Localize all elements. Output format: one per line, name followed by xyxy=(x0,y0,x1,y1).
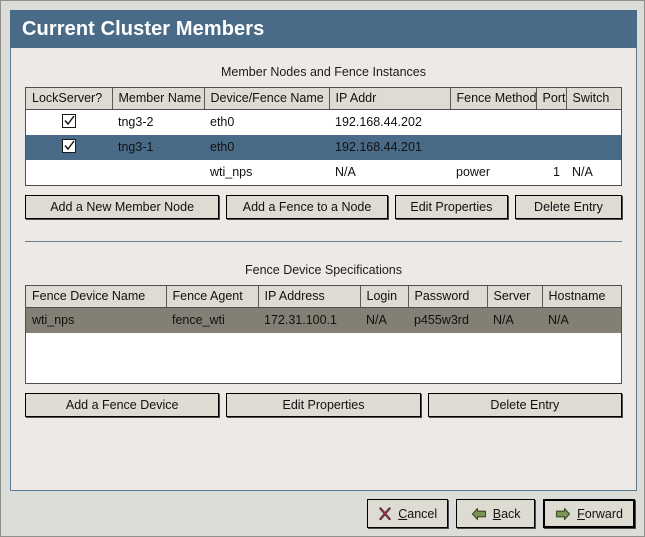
fence-table-container: Fence Device Name Fence Agent IP Address… xyxy=(25,285,622,384)
empty-area xyxy=(26,333,621,358)
column-header-member-name[interactable]: Member Name xyxy=(112,88,205,110)
footer-button-row: Cancel Back Forward xyxy=(367,499,635,528)
port-cell[interactable] xyxy=(536,135,566,160)
forward-button-label: Forward xyxy=(577,506,623,521)
arrow-right-icon xyxy=(555,507,571,521)
device-fence-name-cell[interactable]: eth0 xyxy=(210,114,235,129)
device-fence-name-cell[interactable]: eth0 xyxy=(204,135,329,160)
lockserver-cell[interactable] xyxy=(26,135,112,160)
table-empty-row xyxy=(26,358,621,383)
fence-server-cell[interactable]: N/A xyxy=(487,307,542,333)
fence-ip-address-cell[interactable]: 172.31.100.1 xyxy=(258,307,360,333)
column-header-device-fence-name[interactable]: Device/Fence Name xyxy=(204,88,330,110)
title-bar: Current Cluster Members xyxy=(10,10,637,48)
fence-login-cell[interactable]: N/A xyxy=(360,307,408,333)
members-table: LockServer? Member Name Device/Fence Nam… xyxy=(26,88,621,185)
column-header-server[interactable]: Server xyxy=(487,286,543,308)
fence-agent-cell[interactable]: fence_wti xyxy=(166,307,258,333)
column-header-fence-agent[interactable]: Fence Agent xyxy=(166,286,259,308)
add-fence-to-node-button[interactable]: Add a Fence to a Node xyxy=(226,195,388,219)
fence-password-cell[interactable]: p455w3rd xyxy=(408,307,487,333)
table-empty-row xyxy=(26,333,621,358)
column-header-fence-device-name[interactable]: Fence Device Name xyxy=(26,286,167,308)
ip-addr-cell[interactable]: 192.168.44.201 xyxy=(329,135,450,160)
column-header-port[interactable]: Port xyxy=(536,88,567,110)
page-title: Current Cluster Members xyxy=(22,17,265,40)
lockserver-checkbox[interactable] xyxy=(62,113,76,128)
section-divider xyxy=(25,241,622,242)
column-header-hostname[interactable]: Hostname xyxy=(542,286,621,308)
column-header-password[interactable]: Password xyxy=(408,286,488,308)
fence-device-name-cell[interactable]: wti_nps xyxy=(26,307,166,333)
members-button-row: Add a New Member Node Add a Fence to a N… xyxy=(25,195,622,219)
ip-addr-cell[interactable]: 192.168.44.202 xyxy=(335,114,422,129)
switch-cell[interactable]: N/A xyxy=(572,164,593,179)
fence-method-cell[interactable] xyxy=(450,110,536,136)
main-panel: Member Nodes and Fence Instances LockSer… xyxy=(10,48,637,491)
column-header-ip-addr[interactable]: IP Addr xyxy=(329,88,451,110)
lockserver-cell[interactable] xyxy=(26,110,112,136)
add-fence-device-button[interactable]: Add a Fence Device xyxy=(25,393,220,417)
member-name-cell[interactable] xyxy=(112,160,204,185)
fence-table: Fence Device Name Fence Agent IP Address… xyxy=(26,286,621,383)
fence-method-cell[interactable] xyxy=(450,135,536,160)
port-cell[interactable] xyxy=(536,110,566,136)
table-row[interactable]: tng3-2 eth0 192.168.44.202 xyxy=(26,110,621,136)
arrow-left-icon xyxy=(471,507,487,521)
table-row[interactable]: wti_nps fence_wti 172.31.100.1 N/A p455w… xyxy=(26,307,621,333)
members-table-header-row: LockServer? Member Name Device/Fence Nam… xyxy=(26,88,621,110)
fence-section-caption: Fence Device Specifications xyxy=(244,263,403,277)
empty-area xyxy=(26,358,621,383)
lockserver-checkbox[interactable] xyxy=(62,138,76,153)
device-fence-name-cell[interactable]: wti_nps xyxy=(210,164,253,179)
delete-entry-button-members[interactable]: Delete Entry xyxy=(514,195,622,219)
cancel-x-icon xyxy=(378,506,392,521)
column-header-fence-method[interactable]: Fence Method xyxy=(450,88,537,110)
switch-cell[interactable] xyxy=(566,110,621,136)
table-row[interactable]: wti_nps N/A power 1 N/A xyxy=(26,160,621,185)
edit-properties-button-fence[interactable]: Edit Properties xyxy=(226,393,421,417)
fence-button-row: Add a Fence Device Edit Properties Delet… xyxy=(25,393,622,417)
edit-properties-button-members[interactable]: Edit Properties xyxy=(394,195,508,219)
members-section-caption: Member Nodes and Fence Instances xyxy=(221,65,426,79)
delete-entry-button-fence[interactable]: Delete Entry xyxy=(427,393,622,417)
back-button[interactable]: Back xyxy=(456,499,536,528)
lockserver-cell[interactable] xyxy=(26,160,112,185)
ip-addr-cell[interactable]: N/A xyxy=(335,164,356,179)
back-button-label: Back xyxy=(492,506,521,521)
table-row[interactable]: tng3-1 eth0 192.168.44.201 xyxy=(26,135,621,160)
cancel-button[interactable]: Cancel xyxy=(367,499,449,528)
column-header-login[interactable]: Login xyxy=(360,286,409,308)
fence-method-cell[interactable]: power xyxy=(456,164,491,179)
members-table-container: LockServer? Member Name Device/Fence Nam… xyxy=(25,87,622,186)
member-name-cell[interactable]: tng3-2 xyxy=(118,114,154,129)
fence-hostname-cell[interactable]: N/A xyxy=(542,307,621,333)
forward-button[interactable]: Forward xyxy=(543,499,635,528)
column-header-ip-address[interactable]: IP Address xyxy=(258,286,361,308)
cancel-button-label: Cancel xyxy=(398,506,438,521)
column-header-lockserver[interactable]: LockServer? xyxy=(26,88,113,110)
switch-cell[interactable] xyxy=(566,135,621,160)
fence-table-header-row: Fence Device Name Fence Agent IP Address… xyxy=(26,286,621,308)
port-cell[interactable]: 1 xyxy=(553,164,560,179)
footer-bar: Cancel Back Forward xyxy=(1,492,644,536)
add-new-member-node-button[interactable]: Add a New Member Node xyxy=(25,195,220,219)
column-header-switch[interactable]: Switch xyxy=(566,88,621,110)
member-name-cell[interactable]: tng3-1 xyxy=(112,135,204,160)
